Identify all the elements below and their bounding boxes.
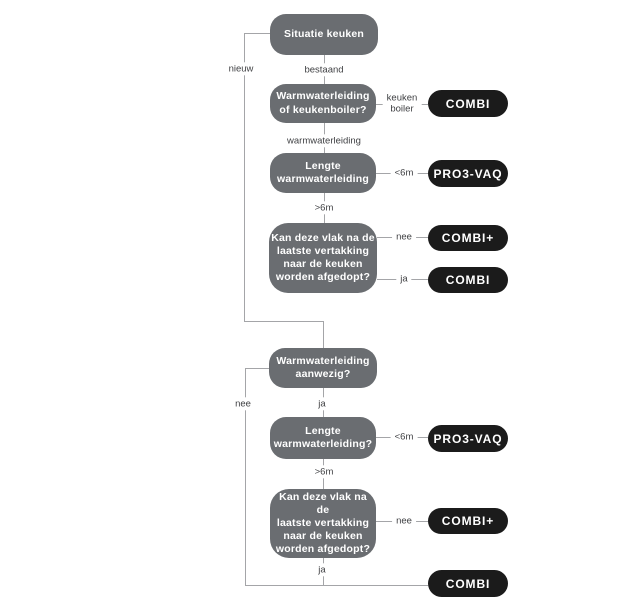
result-combiplus-2: COMBI+ [428,508,508,534]
result-combi-2: COMBI [428,267,508,293]
box-lengte-warmwaterleiding-2: Lengte warmwaterleiding? [270,417,376,459]
edge-label-warmwaterleiding: warmwaterleiding [283,134,365,148]
connector-situatie-nieuw-stub [244,33,270,34]
edge-label-gt6m-1: >6m [310,201,338,215]
connector-aanwezig-nee-stub [245,368,269,369]
edge-label-ja-1: ja [396,272,412,286]
edge-label-nieuw: nieuw [224,62,258,76]
box-afdoppen-2: Kan deze vlak na de laatste vertakking n… [270,489,376,558]
result-combi-1: COMBI [428,90,508,117]
box-situatie-keuken: Situatie keuken [270,14,378,55]
box-afdoppen-1: Kan deze vlak na de laatste vertakking n… [269,223,377,293]
edge-label-nee-2: nee [231,397,255,411]
result-combiplus-1: COMBI+ [428,225,508,251]
edge-label-lt6m-2: <6m [390,430,418,444]
edge-label-lt6m-1: <6m [390,166,418,180]
edge-label-ja-3: ja [314,563,330,577]
connector-nieuw-elbow [244,321,323,322]
box-warmwaterleiding-aanwezig: Warmwaterleiding aanwezig? [269,348,377,388]
box-warmwaterleiding-of-keukenboiler: Warmwaterleiding of keukenboiler? [270,84,376,123]
result-combi-3: COMBI [428,570,508,597]
box-lengte-warmwaterleiding-1: Lengte warmwaterleiding [270,153,376,193]
edge-label-nee-3: nee [392,514,416,528]
edge-label-bestaand: bestaand [300,63,348,77]
connector-nieuw-vertical [244,33,245,321]
edge-label-ja-2: ja [314,397,330,411]
connector-nee-vertical [245,368,246,585]
connector-bottom-to-combi [245,585,428,586]
connector-elbow-to-aanwezig [323,321,324,348]
result-pro3vaq-1: PRO3-VAQ [428,160,508,187]
result-pro3vaq-2: PRO3-VAQ [428,425,508,452]
edge-label-keuken-boiler: keuken boiler [382,91,422,117]
edge-label-gt6m-2: >6m [310,465,338,479]
edge-label-nee-1: nee [392,230,416,244]
